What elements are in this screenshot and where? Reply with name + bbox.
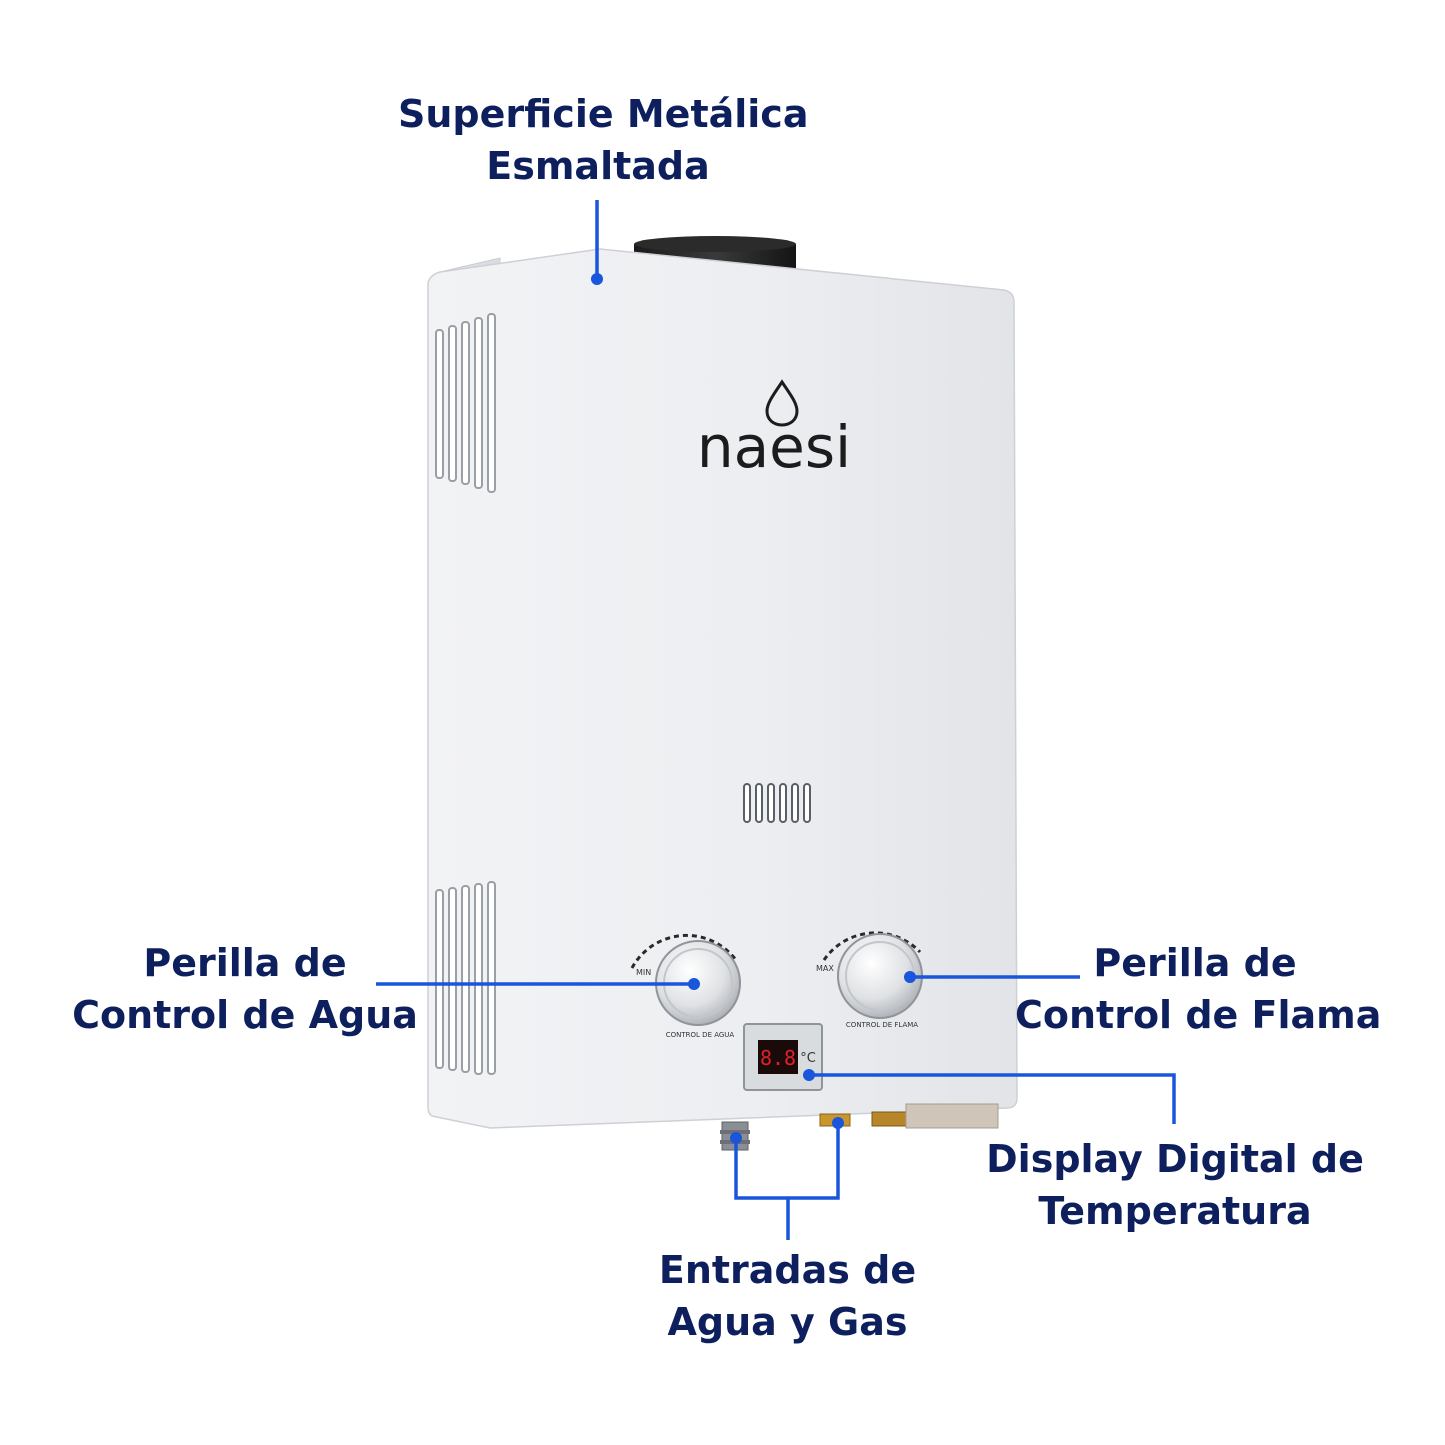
side-vents-bottom [435, 881, 496, 1075]
callout-display-line2: Temperatura [1038, 1189, 1312, 1233]
callout-agua-line1: Perilla de [143, 941, 347, 985]
callout-perilla-flama: Perilla de Control de Flama [1015, 937, 1382, 1041]
display-unit: °C [800, 1051, 816, 1066]
callout-perilla-agua: Perilla de Control de Agua [70, 937, 420, 1041]
water-knob-label: CONTROL DE AGUA [666, 1031, 735, 1039]
bottom-fittings [720, 1103, 999, 1151]
callout-agua-line2: Control de Agua [72, 993, 418, 1037]
leader-dots [591, 273, 916, 1144]
callout-entradas-line2: Agua y Gas [667, 1300, 908, 1344]
leader-display [809, 1073, 1176, 1124]
display-digits: 8.8 [760, 1046, 796, 1070]
callout-entradas-agua-gas: Entradas de Agua y Gas [635, 1244, 940, 1348]
leader-lines [376, 200, 1176, 1240]
callout-display-digital: Display Digital de Temperatura [985, 1133, 1365, 1237]
brand-logo: naesi [697, 379, 851, 481]
leader-entradas [734, 1123, 840, 1240]
water-drop-icon [765, 379, 799, 427]
flame-control-knob[interactable]: MAX CONTROL DE FLAMA [816, 931, 923, 1029]
callout-superficie-line2: Esmaltada [486, 144, 710, 188]
callout-superficie-metalica: Superficie Metálica Esmaltada [398, 88, 809, 192]
side-vents-top [435, 313, 496, 493]
callout-entradas-line1: Entradas de [658, 1248, 917, 1292]
temperature-display: 8.8 °C [743, 1023, 823, 1091]
water-knob-min: MIN [636, 968, 651, 977]
front-vents [743, 783, 811, 823]
flame-knob-scale [822, 931, 922, 961]
heater-front-panel [427, 248, 1018, 1129]
callout-flama-line1: Perilla de [1093, 941, 1297, 985]
flame-knob-max: MAX [816, 964, 834, 973]
flame-knob-label: CONTROL DE FLAMA [846, 1021, 918, 1029]
callout-flama-line2: Control de Flama [1015, 993, 1382, 1037]
brand-name: naesi [697, 413, 851, 481]
callout-superficie-line1: Superficie Metálica [398, 92, 809, 136]
callout-display-line1: Display Digital de [986, 1137, 1364, 1181]
